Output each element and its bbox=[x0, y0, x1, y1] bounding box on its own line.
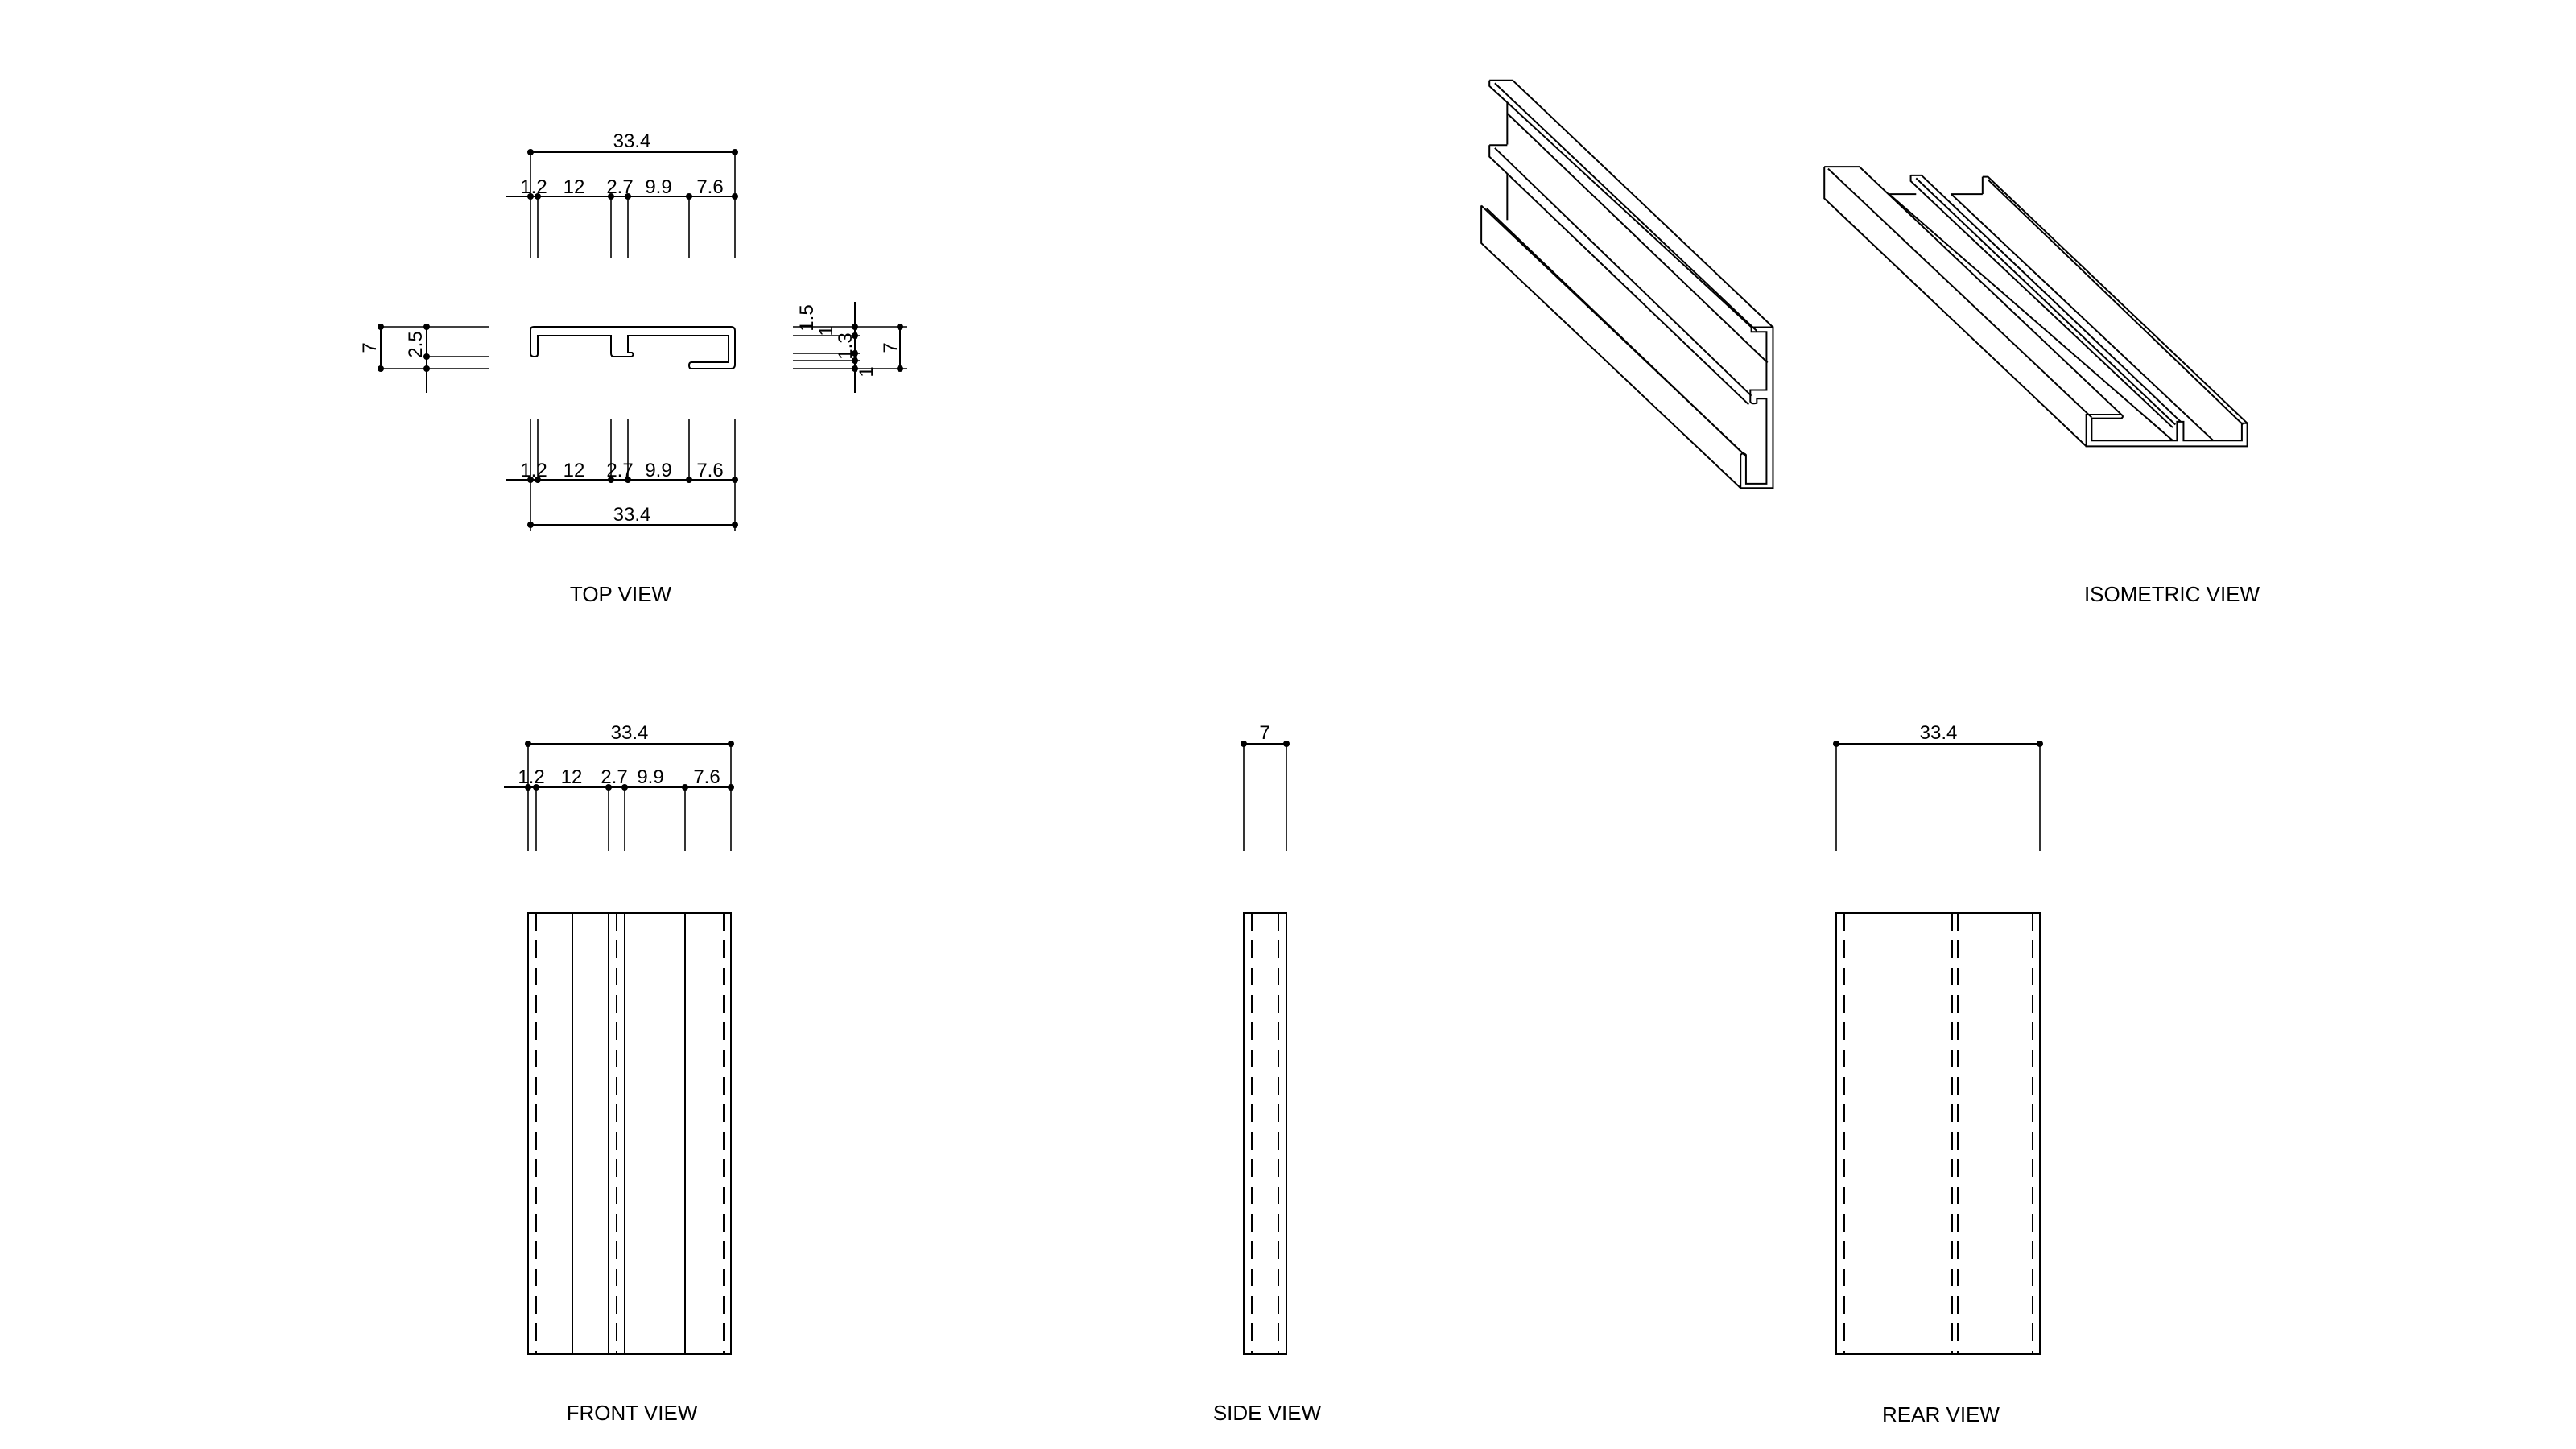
top-view-bottom-dimensions: 1.2 12 2.7 9.9 7.6 33.4 bbox=[506, 419, 738, 531]
dim-segment: 7.6 bbox=[696, 176, 723, 198]
rear-view: 33.4 REAR VIEW bbox=[1833, 722, 2043, 1426]
dim-segment: 9.9 bbox=[637, 766, 663, 788]
side-view: 7 SIDE VIEW bbox=[1213, 722, 1322, 1425]
front-view-label: FRONT VIEW bbox=[567, 1401, 698, 1425]
dim-segment: 2.7 bbox=[606, 176, 633, 198]
front-view: 33.4 1.2 12 2.7 9.9 7.6 FRONT VIEW bbox=[504, 722, 734, 1425]
isometric-piece-left bbox=[1481, 80, 1773, 489]
dim-segment: 12 bbox=[564, 176, 585, 198]
profile-cross-section bbox=[530, 326, 736, 369]
dim-segment: 9.9 bbox=[645, 460, 671, 481]
dim-segment: 12 bbox=[561, 766, 583, 788]
dim-segment: 1.2 bbox=[520, 176, 547, 198]
top-view-left-dimensions: 7 2.5 bbox=[359, 324, 489, 393]
dim-segment: 7.6 bbox=[693, 766, 720, 788]
side-view-outline bbox=[1243, 912, 1287, 1355]
side-view-label: SIDE VIEW bbox=[1213, 1401, 1322, 1425]
dim-right-sub: 1.5 bbox=[796, 304, 818, 331]
dim-segment: 12 bbox=[564, 460, 585, 481]
dim-right-height: 7 bbox=[880, 342, 902, 353]
rear-view-label: REAR VIEW bbox=[1882, 1402, 2000, 1426]
dim-overall-width: 33.4 bbox=[613, 504, 651, 526]
top-view-label: TOP VIEW bbox=[570, 582, 672, 606]
dim-segment: 9.9 bbox=[645, 176, 671, 198]
dim-side-width: 7 bbox=[1259, 722, 1269, 744]
dim-segment: 2.7 bbox=[601, 766, 627, 788]
top-view-right-dimensions: 1.5 1 1.3 1 7 bbox=[793, 302, 907, 393]
dim-segment: 7.6 bbox=[696, 460, 723, 481]
isometric-view: ISOMETRIC VIEW bbox=[1481, 80, 2260, 606]
dim-segment: 2.7 bbox=[606, 460, 633, 481]
front-view-outline bbox=[527, 912, 732, 1355]
dim-left-sub: 2.5 bbox=[405, 331, 427, 357]
dim-segment: 1.2 bbox=[520, 460, 547, 481]
top-view-top-dimensions: 33.4 1.2 12 2.7 9.9 7.6 bbox=[506, 130, 738, 258]
dim-right-sub: 1 bbox=[856, 366, 877, 377]
rear-view-outline bbox=[1835, 912, 2041, 1355]
dim-right-sub: 1 bbox=[815, 325, 837, 336]
dim-overall-width: 33.4 bbox=[613, 130, 651, 152]
isometric-piece-right bbox=[1824, 167, 2247, 446]
isometric-view-label: ISOMETRIC VIEW bbox=[2084, 582, 2260, 606]
dim-overall-width: 33.4 bbox=[611, 722, 649, 744]
dim-left-height: 7 bbox=[359, 342, 381, 353]
dim-rear-width: 33.4 bbox=[1920, 722, 1958, 744]
dim-segment: 1.2 bbox=[518, 766, 544, 788]
top-view: 33.4 1.2 12 2.7 9.9 7.6 7 2.5 bbox=[359, 130, 907, 606]
dim-right-sub: 1.3 bbox=[835, 332, 857, 359]
